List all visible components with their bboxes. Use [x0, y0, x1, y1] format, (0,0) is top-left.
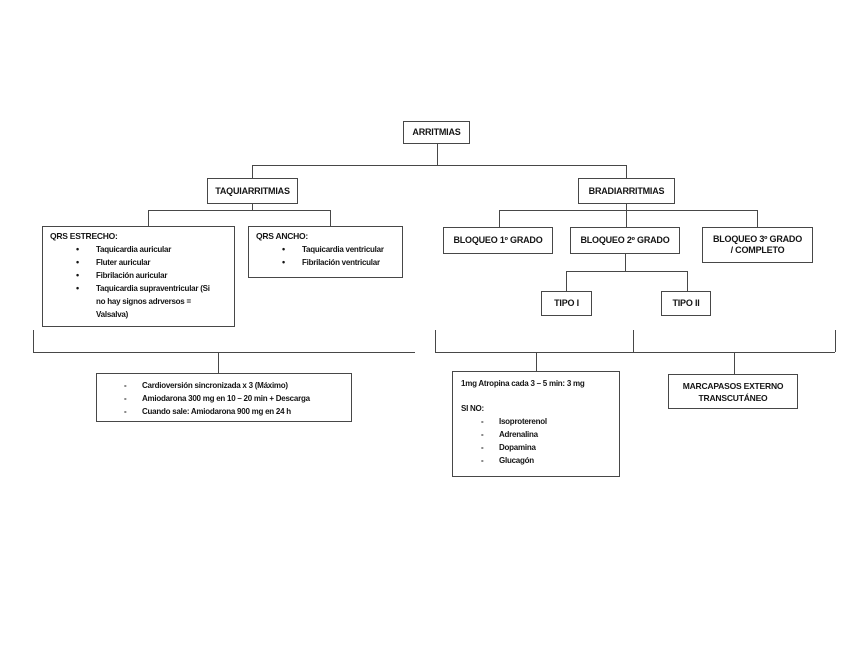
- connector-line: [148, 210, 149, 226]
- node-label: BRADIARRITMIAS: [588, 185, 665, 196]
- connector-line: [625, 254, 626, 271]
- connector-line: [757, 210, 758, 227]
- node-label: BLOQUEO 2º GRADO: [580, 235, 670, 245]
- node-arritmias: ARRITMIAS: [403, 121, 470, 144]
- bracket-line: [734, 352, 735, 374]
- spacer: [461, 390, 614, 402]
- bracket-line: [835, 330, 836, 352]
- bracket-line: [33, 352, 415, 353]
- node-bloqueo-3-grado: BLOQUEO 3º GRADO / COMPLETO: [702, 227, 813, 263]
- list-item: Amiodarona 300 mg en 10 – 20 min + Desca…: [104, 392, 346, 405]
- connector-line: [252, 165, 626, 166]
- node-tipo-ii: TIPO II: [661, 291, 711, 316]
- connector-line: [687, 271, 688, 291]
- bracket-line: [536, 352, 537, 371]
- list-item: Cardioversión sincronizada x 3 (Máximo): [104, 379, 346, 392]
- node-tipo-i: TIPO I: [541, 291, 592, 316]
- node-bradiarritmias: BRADIARRITMIAS: [578, 178, 675, 204]
- connector-line: [499, 210, 500, 227]
- box-title: QRS ANCHO:: [256, 231, 308, 241]
- connector-line: [437, 143, 438, 165]
- box-title: QRS ESTRECHO:: [50, 231, 118, 241]
- connector-line: [566, 271, 687, 272]
- connector-line: [626, 165, 627, 178]
- node-label: TAQUIARRITMIAS: [215, 185, 290, 196]
- bullet-list: Taquicardia auricular Fluter auricular F…: [50, 243, 229, 321]
- node-bloqueo-2-grado: BLOQUEO 2º GRADO: [570, 227, 680, 254]
- dash-list: Cardioversión sincronizada x 3 (Máximo) …: [104, 379, 346, 418]
- bracket-line: [435, 352, 835, 353]
- box-subtitle: SI NO:: [461, 404, 484, 413]
- node-label-line1: BLOQUEO 3º GRADO: [712, 234, 803, 244]
- list-item: Taquicardia supraventricular (Si no hay …: [50, 282, 229, 321]
- node-label-line2: TRANSCUTÁNEO: [698, 392, 768, 403]
- bullet-list: Taquicardia ventricular Fibrilación vent…: [256, 243, 397, 269]
- list-item: Isoproterenol: [461, 415, 614, 428]
- connector-line: [252, 204, 253, 210]
- bracket-line: [633, 330, 634, 352]
- node-marcapasos-externo: MARCAPASOS EXTERNO TRANSCUTÁNEO: [668, 374, 798, 409]
- node-label: BLOQUEO 1º GRADO: [453, 235, 543, 245]
- list-item: Cuando sale: Amiodarona 900 mg en 24 h: [104, 405, 346, 418]
- list-item: Adrenalina: [461, 428, 614, 441]
- connector-line: [499, 210, 757, 211]
- node-label: TIPO II: [672, 298, 700, 308]
- list-item: Taquicardia ventricular: [256, 243, 397, 256]
- node-bloqueo-1-grado: BLOQUEO 1º GRADO: [443, 227, 553, 254]
- node-qrs-estrecho: QRS ESTRECHO: Taquicardia auricular Flut…: [42, 226, 235, 327]
- list-item: Glucagón: [461, 454, 614, 467]
- list-item: Fibrilación ventricular: [256, 256, 397, 269]
- list-item: Fluter auricular: [50, 256, 229, 269]
- dash-list: Isoproterenol Adrenalina Dopamina Glucag…: [461, 415, 614, 467]
- node-label-line2: / COMPLETO: [730, 245, 785, 255]
- atropina-line: 1mg Atropina cada 3 – 5 min: 3 mg: [461, 379, 585, 388]
- connector-line: [566, 271, 567, 291]
- bracket-line: [33, 330, 34, 352]
- node-label: TIPO I: [554, 298, 579, 308]
- connector-line: [148, 210, 330, 211]
- connector-line: [626, 210, 627, 227]
- list-item: Taquicardia auricular: [50, 243, 229, 256]
- node-label: ARRITMIAS: [412, 127, 461, 137]
- connector-line: [626, 204, 627, 210]
- node-tratamiento-bradiarritmias: 1mg Atropina cada 3 – 5 min: 3 mg SI NO:…: [452, 371, 620, 477]
- bracket-line: [435, 330, 436, 352]
- connector-line: [252, 165, 253, 178]
- node-label-line1: MARCAPASOS EXTERNO: [682, 380, 784, 391]
- node-taquiarritmias: TAQUIARRITMIAS: [207, 178, 298, 204]
- connector-line: [330, 210, 331, 226]
- list-item: Dopamina: [461, 441, 614, 454]
- list-item: Fibrilación auricular: [50, 269, 229, 282]
- node-tratamiento-taquiarritmias: Cardioversión sincronizada x 3 (Máximo) …: [96, 373, 352, 422]
- node-qrs-ancho: QRS ANCHO: Taquicardia ventricular Fibri…: [248, 226, 403, 278]
- bracket-line: [218, 352, 219, 373]
